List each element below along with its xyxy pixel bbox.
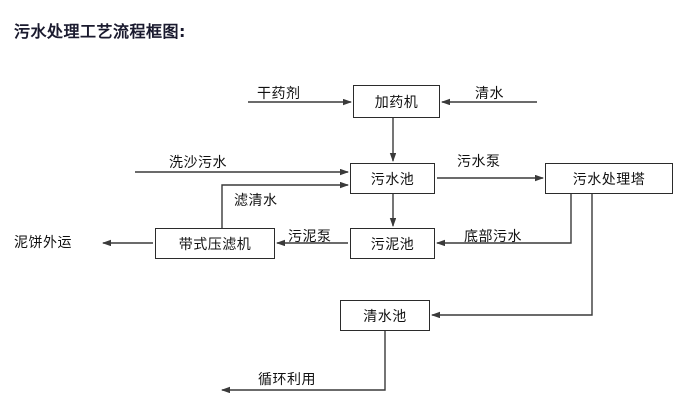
edge-label-sand-washing-wastewater: 洗沙污水 [169,155,227,171]
node-wastewater-treatment-tower[interactable]: 污水处理塔 [545,163,673,194]
page-title: 污水处理工艺流程框图: [14,22,186,41]
node-label: 污水池 [370,171,415,188]
edge-treatment-tower-to-sludge-pool [436,194,572,247]
edge-treatment-tower-to-clear-water-pool [431,194,593,319]
node-clear-water-pool[interactable]: 清水池 [340,300,430,331]
node-label: 带式压滤机 [178,236,252,253]
edge-label-filtered-clear-water: 滤清水 [234,193,278,209]
node-belt-filter-press[interactable]: 带式压滤机 [155,228,275,259]
edge-label-dry-chemical: 干药剂 [257,86,301,102]
edge-label-sludge-pump: 污泥泵 [288,229,332,245]
edge-label-wastewater-pump: 污水泵 [457,154,501,170]
edge-filtered-clear-water-to-wastewater-pool [221,181,349,228]
edge-label-clean-water: 清水 [475,86,504,102]
edge-clear-water-pool-to-recycle [221,331,386,394]
node-label: 加药机 [374,94,419,111]
edge-label-bottom-wastewater: 底部污水 [464,229,522,245]
node-label: 污泥池 [370,236,415,253]
node-label: 污水处理塔 [572,171,646,188]
node-wastewater-pool[interactable]: 污水池 [350,163,435,194]
node-sludge-pool[interactable]: 污泥池 [350,228,435,259]
node-dosing-machine[interactable]: 加药机 [353,85,440,118]
edge-label-recycle-reuse: 循环利用 [258,372,316,388]
terminal-mud-cake-transport-out: 泥饼外运 [14,235,72,251]
node-label: 清水池 [363,308,407,325]
